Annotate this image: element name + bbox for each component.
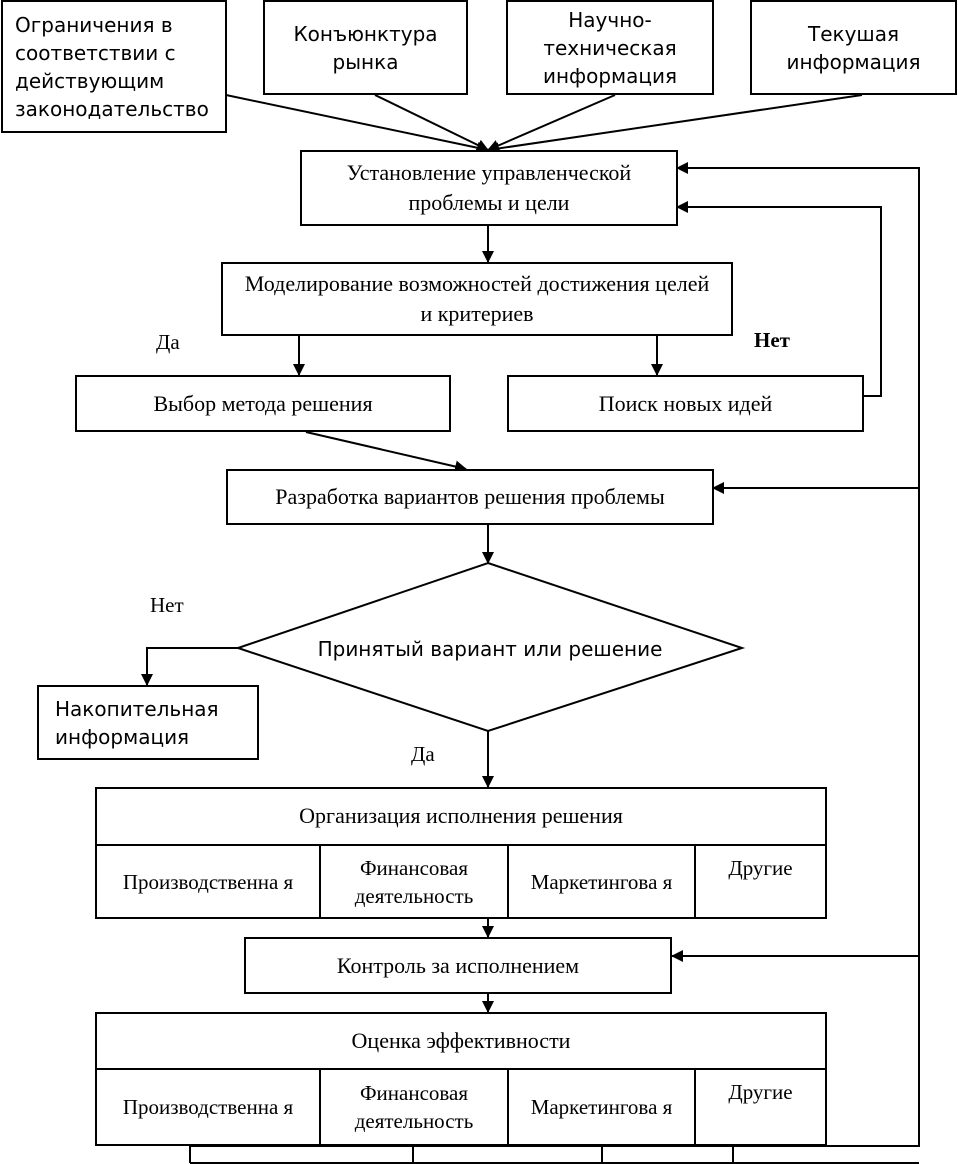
- evaluation-cell-marketing: Маркетингова я: [530, 1095, 673, 1119]
- feedback-ideas-problem: [676, 201, 882, 397]
- accumulated-box: Накопительная информация: [37, 685, 259, 760]
- method-box: Выбор метода решения: [75, 375, 451, 432]
- no-label-right: Нет: [754, 328, 790, 352]
- organization-cell-production: Производственна я: [122, 870, 294, 894]
- organization-divider: [95, 844, 827, 846]
- organization-table: Организация исполнения решения: [95, 787, 827, 919]
- arrow-source-1: [225, 94, 489, 154]
- evaluation-divider: [95, 1068, 827, 1070]
- organization-cell-other: Другие: [728, 856, 793, 880]
- arrow-decision-accumulated: [141, 647, 238, 686]
- yes-label-left: Да: [156, 330, 180, 354]
- evaluation-col-sep-1: [319, 1068, 321, 1146]
- decision-diamond: [234, 561, 746, 733]
- source-scientific: Научно-техническая информация: [506, 0, 714, 95]
- evaluation-cell-finance: Финансовая деятельность: [354, 1081, 474, 1133]
- variants-box: Разработка вариантов решения проблемы: [226, 469, 714, 525]
- yes-label-bottom: Да: [411, 742, 435, 766]
- organization-title: Организация исполнения решения: [299, 803, 623, 828]
- arrow-source-3: [487, 94, 616, 152]
- organization-cell-finance: Финансовая деятельность: [354, 856, 474, 908]
- evaluation-col-sep-2: [507, 1068, 509, 1146]
- evaluation-cell-other: Другие: [728, 1080, 793, 1104]
- modeling-box: Моделирование возможностей достижения це…: [221, 262, 733, 336]
- organization-cell-marketing: Маркетингова я: [530, 870, 673, 894]
- arrow-method-variants: [305, 431, 467, 473]
- evaluation-cell-production: Производственна я: [122, 1095, 294, 1119]
- source-legislation: Ограничения в соответствии с действующим…: [1, 0, 227, 133]
- evaluation-title: Оценка эффективности: [351, 1028, 571, 1053]
- evaluation-col-sep-3: [694, 1068, 696, 1146]
- evaluation-table: Оценка эффективности: [95, 1012, 827, 1146]
- feedback-main: [189, 162, 920, 1163]
- source-market: Конъюнктура рынка: [263, 0, 468, 95]
- arrow-source-2: [374, 94, 489, 151]
- organization-col-sep-1: [319, 844, 321, 919]
- ideas-box: Поиск новых идей: [507, 375, 864, 432]
- decision-text: Принятый вариант или решение: [317, 636, 663, 661]
- no-label-left: Нет: [150, 593, 184, 617]
- control-box: Контроль за исполнением: [244, 937, 672, 994]
- arrow-source-4: [487, 94, 863, 155]
- organization-col-sep-3: [694, 844, 696, 919]
- source-current: Текушая информация: [750, 0, 957, 95]
- problem-box: Установление управленческой проблемы и ц…: [300, 150, 678, 226]
- organization-col-sep-2: [507, 844, 509, 919]
